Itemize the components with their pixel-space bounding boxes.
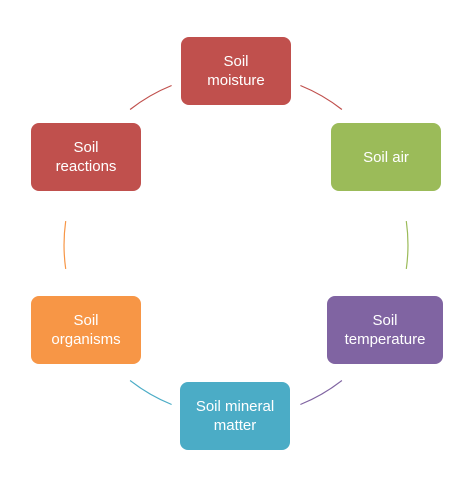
node-soil-temperature: Soil temperature: [327, 296, 443, 364]
node-soil-organisms: Soil organisms: [31, 296, 141, 364]
node-soil-reactions: Soil reactions: [31, 123, 141, 191]
arc-temperature-to-mineral-matter: [300, 380, 343, 406]
arc-organisms-to-reactions: [63, 221, 67, 269]
arc-reactions-to-moisture: [129, 84, 172, 110]
node-soil-mineral-matter: Soil mineral matter: [180, 382, 290, 450]
arc-air-to-temperature: [405, 221, 409, 269]
arc-moisture-to-air: [300, 84, 343, 110]
node-soil-air: Soil air: [331, 123, 441, 191]
cycle-arcs: [63, 84, 409, 406]
node-soil-moisture: Soil moisture: [181, 37, 291, 105]
arc-mineral-matter-to-organisms: [129, 380, 172, 406]
